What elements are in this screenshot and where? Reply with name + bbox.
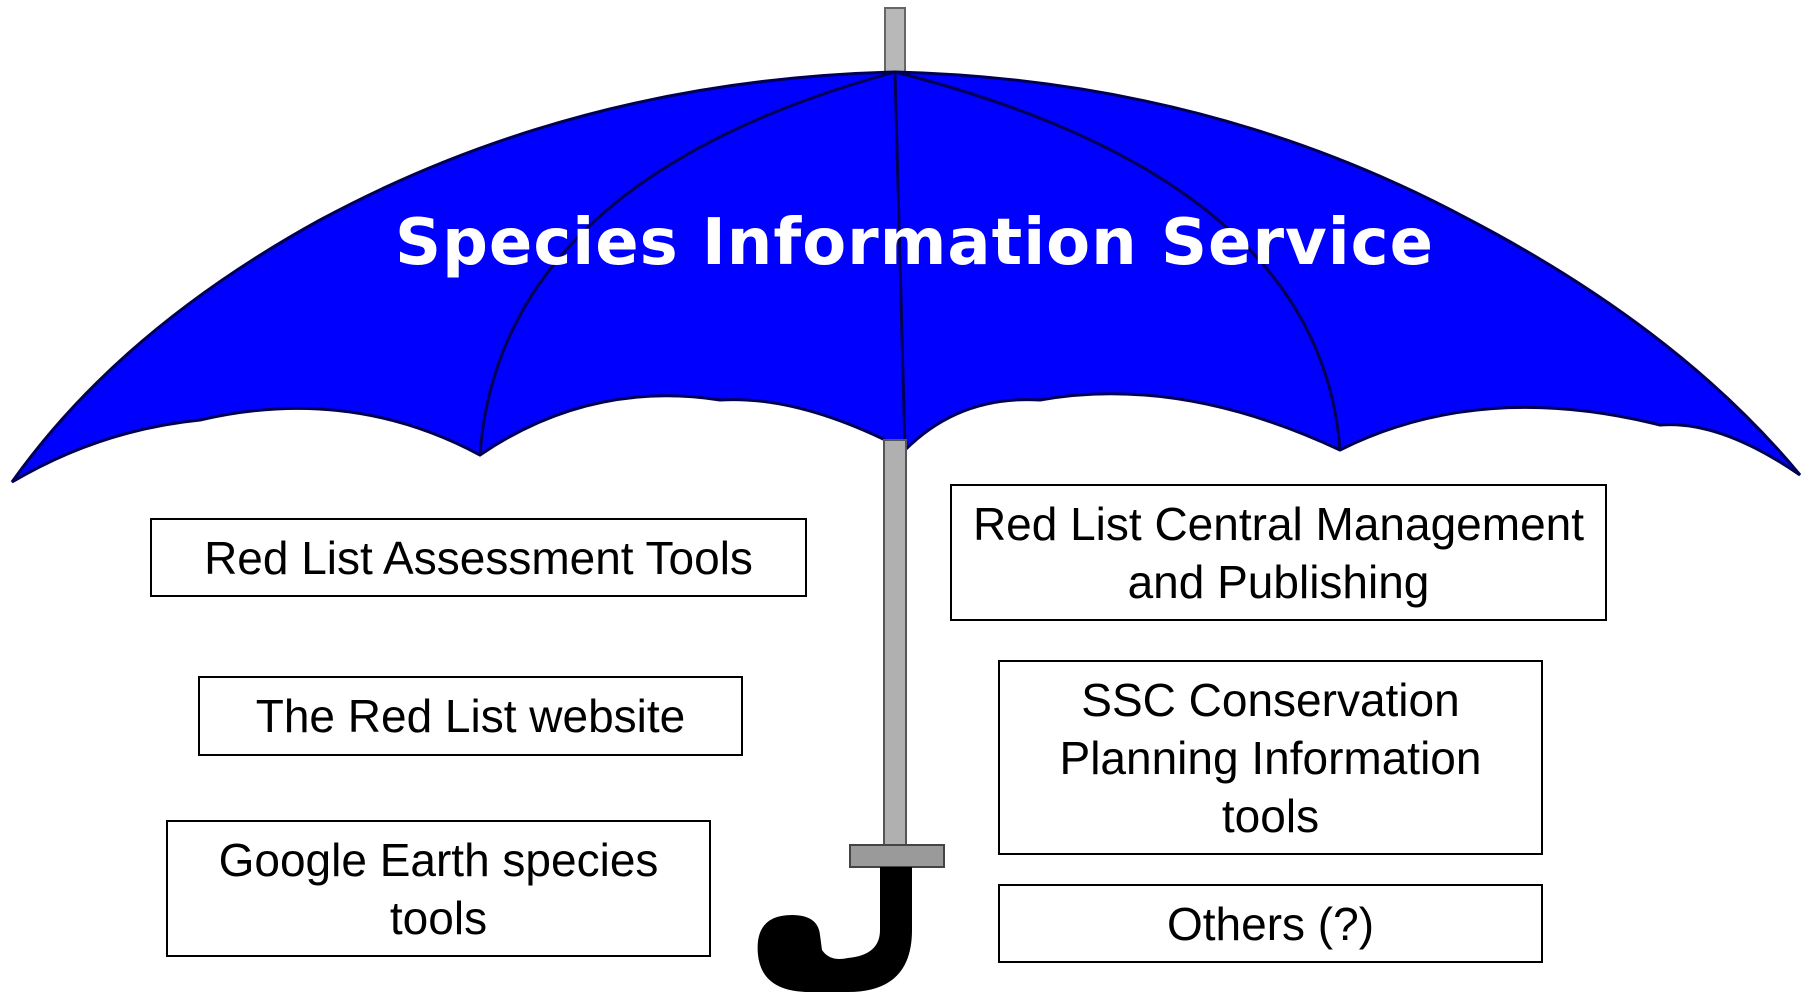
umbrella-tip xyxy=(884,7,906,75)
box-others: Others (?) xyxy=(998,884,1543,963)
umbrella-shaft xyxy=(883,439,907,851)
box-red-list-assessment-tools: Red List Assessment Tools xyxy=(150,518,807,597)
box-google-earth-species-tools: Google Earth species tools xyxy=(166,820,711,957)
canopy-rib-left xyxy=(478,70,896,456)
canopy-rib-right xyxy=(894,70,1342,451)
box-ssc-conservation-planning: SSC Conservation Planning Information to… xyxy=(998,660,1543,855)
umbrella-handle xyxy=(757,867,912,992)
box-red-list-central: Red List Central Management and Publishi… xyxy=(950,484,1607,621)
canopy-rib-center xyxy=(893,71,907,451)
umbrella-collar xyxy=(849,844,945,868)
umbrella-title: Species Information Service xyxy=(395,206,1434,280)
umbrella-canopy xyxy=(10,70,1802,484)
box-red-list-website: The Red List website xyxy=(198,676,743,756)
